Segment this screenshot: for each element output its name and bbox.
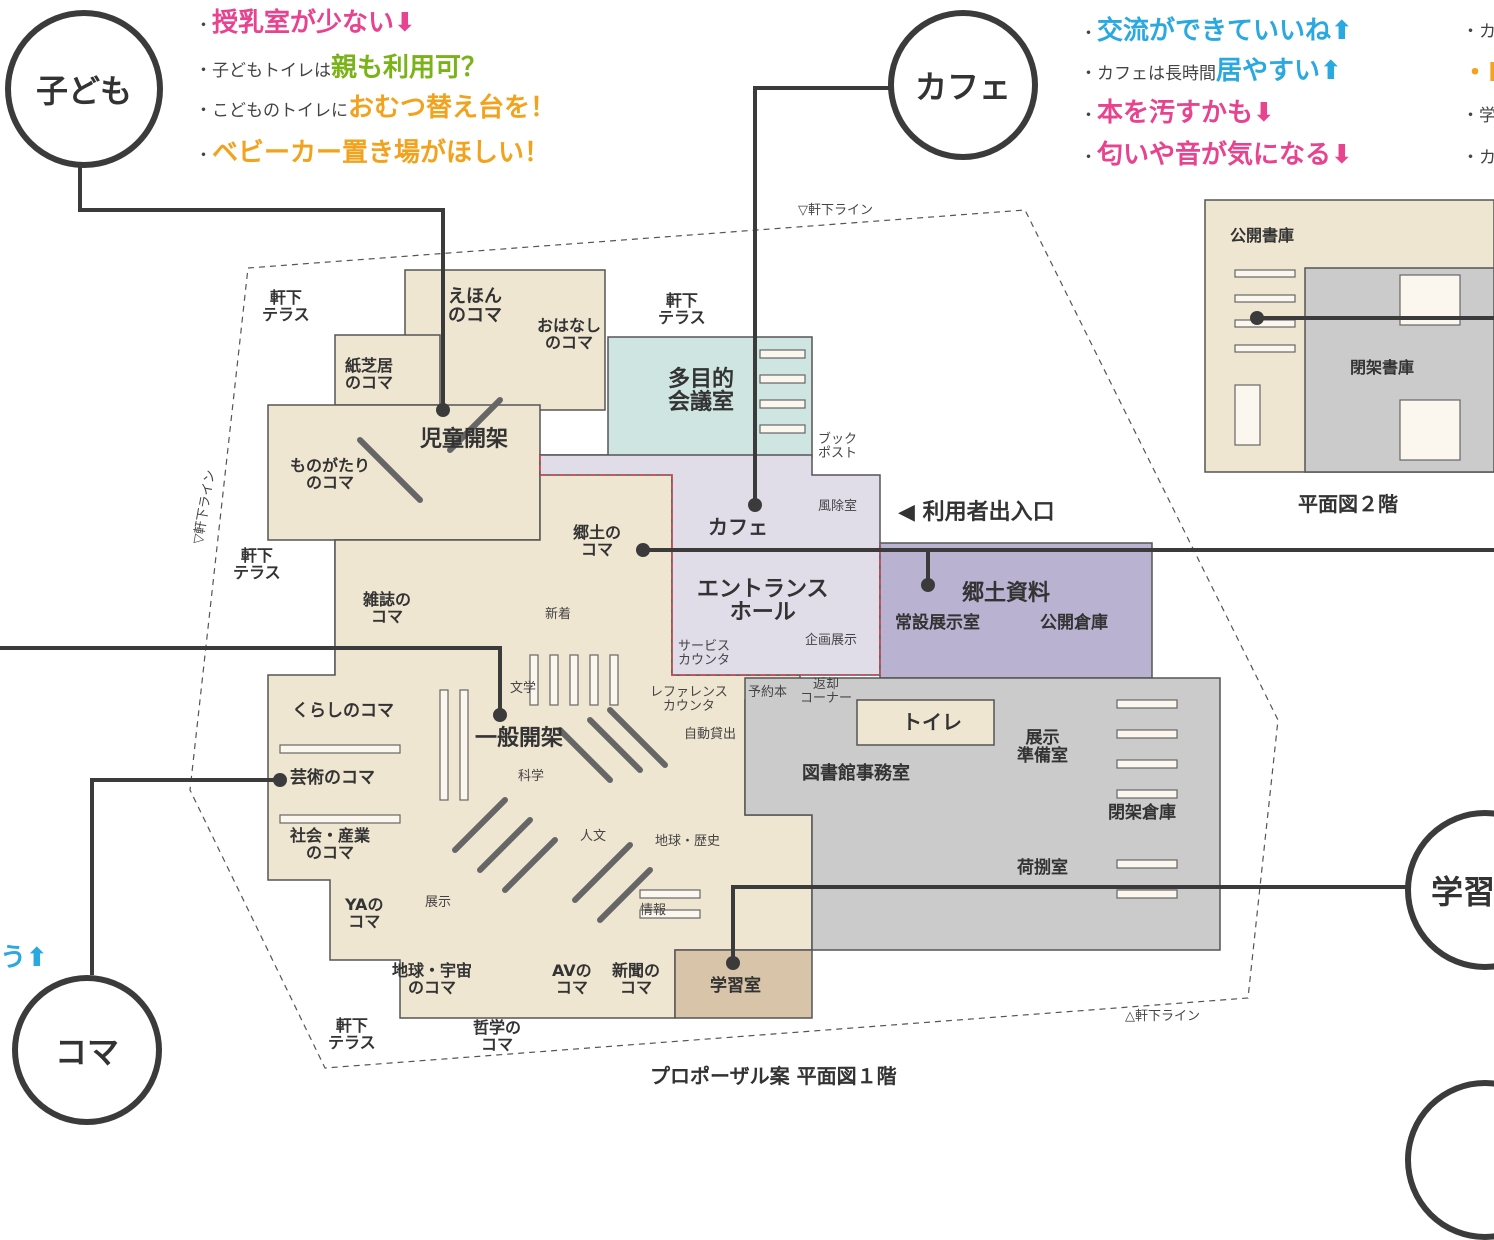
room-shinbun: 新聞の コマ [612,961,661,997]
room-heika-shoko: 閉架書庫 [1350,358,1415,377]
caption-floor2: 平面図２階 [1298,492,1398,516]
terrace-3: 軒下 テラス [233,546,281,582]
note-kodomo-2: ・子どもトイレは親も利用可？ [195,53,488,83]
kodomo-bubble: 子ども [5,10,163,168]
room-bookpost: ブック ポスト [818,432,858,462]
room-chikyu-rekishi: 地球・歴史 [655,834,721,849]
cafe-bubble: カフェ [888,10,1038,160]
room-reference: レファレンス カウンタ [650,685,728,715]
note-cafe-4: ・匂いや音が気になる⬇ [1080,140,1353,170]
room-gakushushitsu: 学習室 [710,976,761,996]
note-kodomo-3: ・こどものトイレにおむつ替え台を！ [195,93,557,123]
room-kikaku: 企画展示 [805,633,858,648]
note-right-4: ・カ [1462,148,1494,168]
room-jimushitsu: 図書館事務室 [802,763,910,784]
eaves-bottom-label: △軒下ライン [1125,1009,1200,1024]
room-entrance-hall: エントランス ホール [697,577,829,626]
room-tenji: 展示 [425,895,452,910]
room-jinbun: 人文 [580,829,607,844]
eaves-outline [189,209,1279,1069]
room-heika-soko: 閉架倉庫 [1108,803,1176,823]
room-fujoshitsu: 風除室 [818,499,858,514]
terrace-1: 軒下 テラス [262,288,310,324]
room-zasshi: 雑誌の コマ [363,590,412,626]
room-service: サービス カウンタ [678,639,731,669]
terrace-2: 軒下 テラス [658,291,706,327]
room-geijutsu: 芸術のコマ [290,768,375,788]
room-av: AVの コマ [552,961,592,997]
room-kamishibai: 紙芝居 のコマ [345,356,394,392]
room-kokai-soko: 公開倉庫 [1040,613,1108,633]
room-kyodo-shiryo: 郷土資料 [962,581,1051,606]
room-tamokuteki: 多目的 会議室 [668,367,735,416]
room-shakai: 社会・産業 のコマ [290,826,371,862]
room-shinchaku: 新着 [545,607,572,622]
room-ya: YAの コマ [345,895,384,931]
note-cafe-3: ・本を汚すかも⬇ [1080,98,1275,128]
room-tetsugaku: 哲学の コマ [473,1018,522,1054]
study-room-area [674,949,813,1019]
terrace-4: 軒下 テラス [328,1016,376,1052]
partial-bubble [1405,1080,1494,1240]
entrance-label: ◀ 利用者出入口 [898,500,1055,525]
note-koma-cut: う⬆ [0,943,48,973]
note-right-1: ・カ [1462,22,1494,42]
koma-bubble: コマ [12,975,162,1125]
room-chikyu-uchu: 地球・宇宙 のコマ [392,961,473,997]
local-history-area [879,542,1153,679]
caption-floor1: プロポーザル案 平面図１階 [650,1064,897,1088]
room-jido: 児童開架 [420,427,509,452]
note-cafe-2: ・カフェは長時間居やすい⬆ [1080,56,1342,86]
room-bungaku: 文学 [510,681,537,696]
note-right-2: ・B [1462,58,1494,88]
room-joho: 情報 [640,903,667,918]
room-cafe: カフェ [708,515,768,539]
leader-lines [0,86,1494,975]
room-tenji-junbi: 展示 準備室 [1017,728,1068,766]
note-kodomo-4: ・ベビーカー置き場がほしい！ [195,138,551,168]
room-monogatari: ものがたり のコマ [290,456,371,492]
toilet-area [856,699,995,746]
shelves [279,349,1178,919]
room-ehon: えほん のコマ [448,286,502,326]
room-kyodo-koma: 郷土の コマ [573,523,622,559]
floor2-plan [1204,199,1494,473]
note-cafe-1: ・交流ができていいね⬆ [1080,16,1353,46]
room-kokai-shoko: 公開書庫 [1230,226,1295,245]
room-ippan: 一般開架 [475,726,564,751]
room-toilet: トイレ [902,710,962,734]
room-henkyaku: 返却 コーナー [800,677,853,707]
room-josetsu: 常設展示室 [895,613,980,633]
eaves-top-label: ▽軒下ライン [798,203,873,218]
floor-plan [0,86,1494,1069]
room-kagaku: 科学 [518,769,545,784]
room-kurashi: くらしのコマ [292,701,394,721]
room-ohanashi: おはなし のコマ [537,316,602,352]
note-right-3: ・学 [1462,106,1494,126]
note-kodomo-1: ・授乳室が少ない⬇ [195,8,416,38]
room-nidoshitsu: 荷捌室 [1017,858,1068,878]
room-yoyaku: 予約本 [748,685,788,700]
room-jidokashidashi: 自動貸出 [684,727,737,742]
leader-dots [273,311,1264,970]
